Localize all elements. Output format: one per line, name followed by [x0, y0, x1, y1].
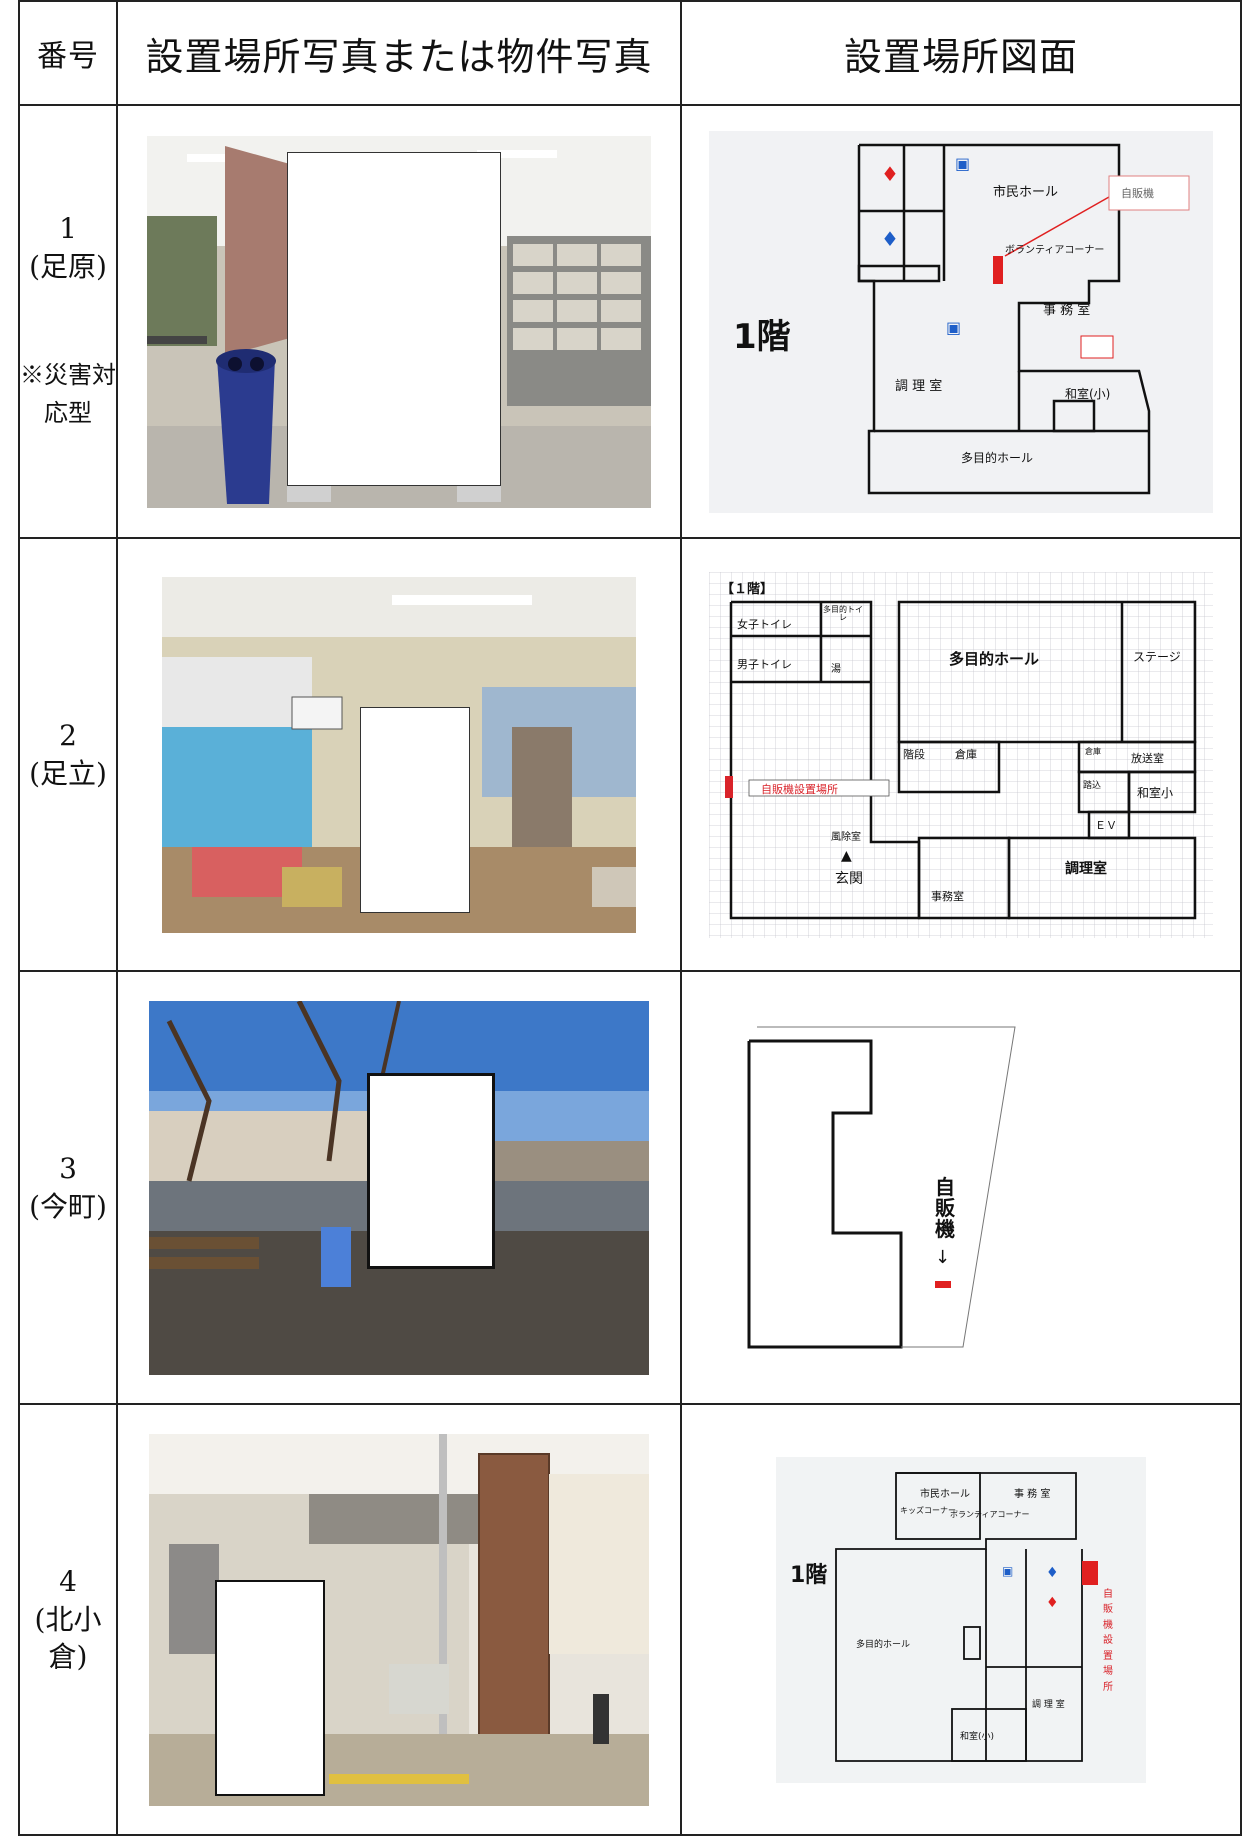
- plan-callout: 自販機: [935, 1174, 955, 1241]
- plan-callout: 自販機設置場所: [1103, 1588, 1113, 1693]
- header-photo: 設置場所写真または物件写真: [116, 0, 682, 106]
- plan-floor-label: 1階: [790, 1562, 828, 1588]
- plan-room-label: ボランティアコーナー: [1005, 244, 1105, 256]
- floor-plan-drawing: ♦ ♦ ▣ ▣: [857, 143, 1190, 494]
- photo-cell: [116, 104, 682, 539]
- floor-plan: ▣ ♦ ♦ 1階 市民ホール 事 務 室 キッズコーナー ボランティアコーナー …: [776, 1456, 1146, 1783]
- table-row: 2 (足立): [18, 537, 1242, 972]
- row-number-cell: 2 (足立): [18, 537, 118, 972]
- photo-cell: [116, 970, 682, 1405]
- plan-room-label: 倉庫: [1085, 746, 1101, 756]
- header-plan: 設置場所図面: [680, 0, 1242, 106]
- plan-room-label: 事 務 室: [1043, 302, 1091, 318]
- note-line: ※災害対: [20, 360, 116, 389]
- lobby-photo-illustration: [162, 576, 636, 933]
- row-location: (足原): [29, 250, 107, 284]
- plan-cell: ♦ ♦ ▣ ▣ 1階 市民ホール ボランティアコーナー 事 務 室 調 理 室 …: [680, 104, 1242, 539]
- row-location: (北小倉): [34, 1602, 102, 1674]
- plan-room-label: 市民ホール: [993, 184, 1059, 200]
- plan-callout: 自販機: [1121, 186, 1154, 200]
- plan-cell: ▣ ♦ ♦ 1階 市民ホール 事 務 室 キッズコーナー ボランティアコーナー …: [680, 1403, 1242, 1836]
- plan-room-label: 放送室: [1131, 751, 1164, 765]
- plan-room-label: ステージ: [1133, 649, 1181, 664]
- plan-cell: 自販機 ↓: [680, 970, 1242, 1405]
- location-photo: [162, 576, 636, 933]
- note-line: 応型: [44, 399, 92, 428]
- row-number-cell: 3 (今町): [18, 970, 118, 1405]
- vending-machine-placeholder: [360, 706, 470, 913]
- plan-room-label: 和室(小): [1065, 386, 1111, 401]
- floor-plan-drawing: ▣ ♦ ♦: [835, 1471, 1098, 1762]
- floor-plan-drawing: [747, 1026, 1016, 1348]
- row-number: 2: [59, 718, 77, 752]
- plan-room-label: 男子トイレ: [737, 657, 792, 671]
- svg-text:♦: ♦: [1046, 1565, 1059, 1581]
- location-photo: [149, 1433, 649, 1806]
- table-row: 4 (北小倉): [18, 1403, 1242, 1836]
- plan-room-label: 踏込: [1083, 780, 1102, 791]
- plan-floor-label: 1階: [733, 316, 791, 357]
- plan-floor-label: 【１階】: [721, 581, 774, 597]
- row-location: (足立): [29, 756, 107, 790]
- photo-cell: [116, 537, 682, 972]
- row-number: 1: [59, 212, 77, 246]
- location-table: 番号 設置場所写真または物件写真 設置場所図面 1 (足原) ※災害対 応型: [18, 0, 1242, 1836]
- row-note: ※災害対 応型: [20, 356, 116, 433]
- plan-room-label: 女子トイレ: [737, 617, 792, 631]
- plan-callout: 自販機設置場所: [761, 782, 838, 796]
- plan-room-label: 調 理 室: [1032, 1699, 1065, 1710]
- plan-room-label: 多目的ホール: [856, 1639, 911, 1650]
- plan-room-label: 玄関: [835, 870, 863, 887]
- plan-room-label: キッズコーナー: [900, 1505, 956, 1515]
- row-number: 4: [59, 1564, 77, 1598]
- plan-room-label: 事務室: [931, 889, 964, 903]
- table-row: 1 (足原) ※災害対 応型: [18, 104, 1242, 539]
- floor-plan-drawing: [709, 571, 1213, 938]
- svg-text:▣: ▣: [946, 318, 961, 337]
- building-entrance-photo-illustration: [149, 1433, 649, 1806]
- floor-plan: 【１階】 女子トイレ 多目的トイレ 男子トイレ 湯 多目的ホール ステージ 階段…: [709, 571, 1213, 938]
- svg-text:▣: ▣: [1002, 1564, 1013, 1578]
- plan-room-label: 多目的ホール: [949, 649, 1040, 668]
- row-location: (今町): [29, 1189, 107, 1223]
- row-number: 3: [59, 1151, 77, 1185]
- floor-plan: 自販機 ↓: [711, 1000, 1211, 1375]
- plan-room-label: 倉庫: [955, 747, 977, 761]
- floor-plan: ♦ ♦ ▣ ▣ 1階 市民ホール ボランティアコーナー 事 務 室 調 理 室 …: [709, 130, 1213, 513]
- svg-text:♦: ♦: [1046, 1595, 1059, 1611]
- svg-text:♦: ♦: [881, 162, 899, 186]
- location-photo: [147, 135, 651, 508]
- vending-machine-placeholder: [215, 1579, 325, 1796]
- row-number-cell: 4 (北小倉): [18, 1403, 118, 1836]
- plan-room-label: 調 理 室: [895, 378, 943, 394]
- plan-room-label: ＥＶ: [1095, 818, 1117, 832]
- plan-room-label: 事 務 室: [1014, 1488, 1051, 1500]
- plan-room-label: 和室(小): [960, 1731, 995, 1742]
- plan-room-label: ボランティアコーナー: [950, 1509, 1030, 1519]
- svg-text:♦: ♦: [881, 227, 899, 251]
- header-number: 番号: [18, 0, 118, 106]
- plan-room-label: 風除室: [831, 831, 861, 843]
- location-table-sheet: 番号 設置場所写真または物件写真 設置場所図面 1 (足原) ※災害対 応型: [18, 0, 1242, 1836]
- plan-room-label: 多目的トイレ: [823, 604, 863, 623]
- entrance-arrow-icon: ▲: [841, 847, 852, 864]
- vending-machine-placeholder: [367, 1072, 495, 1269]
- plan-room-label: 調理室: [1065, 860, 1107, 877]
- photo-cell: [116, 1403, 682, 1836]
- plan-room-label: 多目的ホール: [961, 450, 1034, 465]
- plan-cell: 【１階】 女子トイレ 多目的トイレ 男子トイレ 湯 多目的ホール ステージ 階段…: [680, 537, 1242, 972]
- svg-text:▣: ▣: [955, 154, 970, 173]
- table-row: 3 (今町): [18, 970, 1242, 1405]
- row-number-cell: 1 (足原) ※災害対 応型: [18, 104, 118, 539]
- location-photo: [149, 1000, 649, 1375]
- outdoor-photo-illustration: [149, 1000, 649, 1375]
- vending-machine-placeholder: [287, 151, 501, 486]
- plan-room-label: 湯: [831, 663, 841, 675]
- arrow-down-icon: ↓: [935, 1246, 951, 1268]
- plan-room-label: 和室小: [1137, 785, 1174, 800]
- table-header-row: 番号 設置場所写真または物件写真 設置場所図面: [18, 0, 1242, 106]
- plan-room-label: 市民ホール: [920, 1488, 970, 1500]
- plan-room-label: 階段: [903, 747, 925, 761]
